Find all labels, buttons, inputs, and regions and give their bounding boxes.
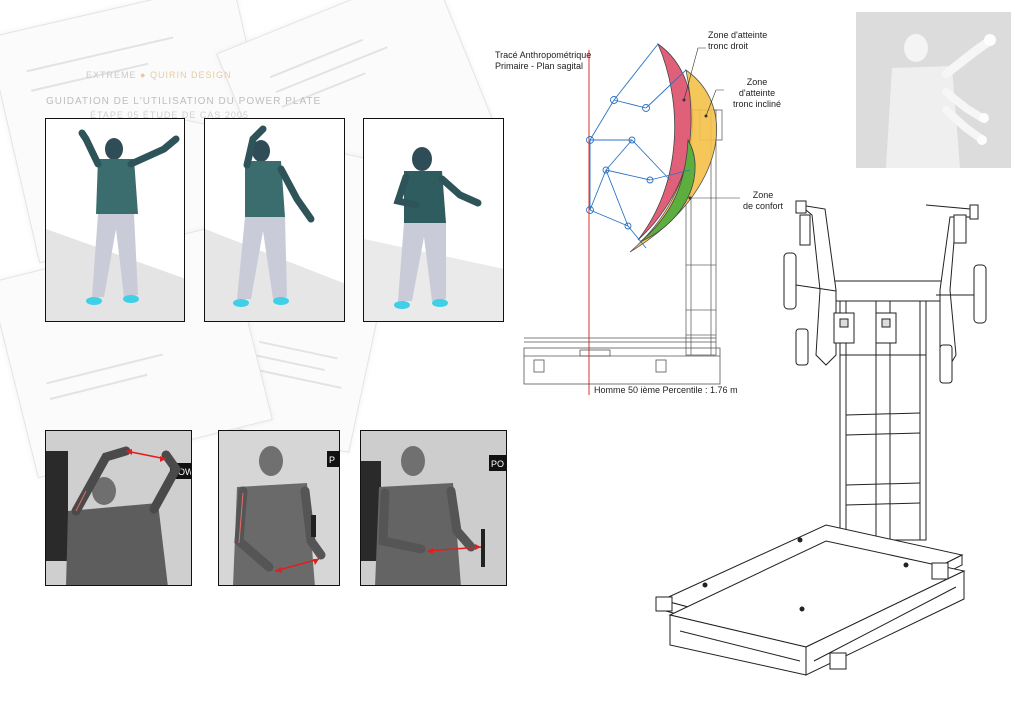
photo-motion-trace xyxy=(856,12,1011,168)
background-title: GUIDATION DE L'UTILISATION DU POWER PLAT… xyxy=(46,96,322,107)
svg-text:PO: PO xyxy=(491,459,504,469)
photo-standing-arm-raised xyxy=(45,118,185,322)
photo-arm-reach-overhead: POW xyxy=(45,430,192,586)
platform-side-view xyxy=(523,337,721,385)
zone-reach-inclined-label: Zone d'atteinte tronc incliné xyxy=(732,77,782,109)
power-plate-machine-drawing xyxy=(655,200,987,676)
zone-reach-inclined-shape xyxy=(629,69,717,253)
photo-arm-reach-forward: PO xyxy=(360,430,507,586)
percentile-label: Homme 50 ième Percentile : 1.76 m xyxy=(594,385,738,395)
zone-comfort-label: Zone de confort xyxy=(742,190,784,211)
trace-label: Tracé Anthropométrique Primaire - Plan s… xyxy=(495,50,592,71)
zone-comfort-shape xyxy=(639,138,696,243)
photo-standing-arms-forward xyxy=(363,118,504,322)
anthropometric-trace xyxy=(586,43,691,249)
svg-text:POW: POW xyxy=(172,467,192,477)
background-subtitle: ÉTAPE 05 ÉTUDE DE CAS 2005 xyxy=(90,110,249,120)
svg-text:P: P xyxy=(329,455,335,465)
anthropometric-diagram xyxy=(523,42,740,395)
background-brand: EXTREME ● QUIRIN DESIGN xyxy=(86,70,232,80)
photo-standing-arm-raised-2 xyxy=(204,118,345,322)
zone-reach-upright-label: Zone d'atteinte tronc droit xyxy=(708,30,768,51)
photo-arm-reach-low: P xyxy=(218,430,340,586)
